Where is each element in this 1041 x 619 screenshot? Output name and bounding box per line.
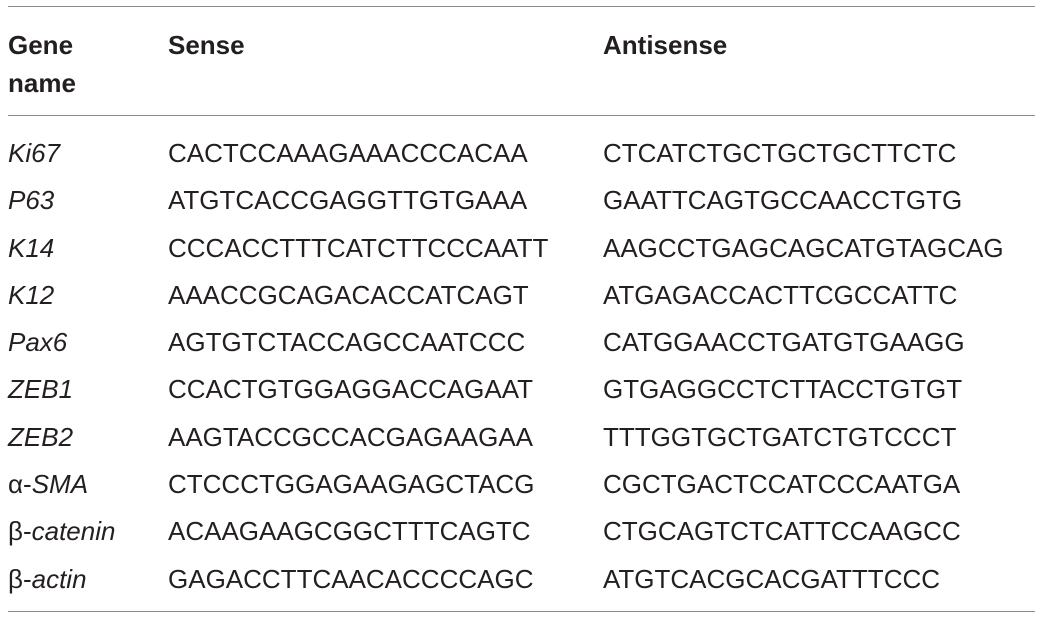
gene-name: catenin [31, 516, 116, 547]
gene-name: Pax6 [8, 327, 68, 358]
table-row: ZEB1 CCACTGTGGAGGACCAGAAT GTGAGGCCTCTTACCT… [0, 366, 1041, 413]
table-header-rule [8, 115, 1035, 116]
table-row: α-SMA CTCCCTGGAGAAGAGCTACG CGCTGACTCCATCCC… [0, 461, 1041, 508]
gene-name-cell: β-catenin [8, 508, 115, 555]
table-body: Ki67 CACTCCAAAGAAACCCACAA CTCATCTGCTGCTGCT… [0, 130, 1041, 603]
gene-prefix: β- [8, 516, 32, 547]
gene-name-cell: K12 [8, 272, 54, 319]
antisense-sequence-cell: CATGGAACCTGATGTGAAGG [603, 327, 965, 358]
antisense-sequence-cell: ATGAGACCACTTCGCCATTC [603, 279, 958, 310]
gene-name: K14 [8, 232, 55, 263]
gene-name-cell: K14 [8, 225, 54, 272]
gene-prefix: α- [8, 469, 32, 500]
table-bottom-rule [8, 611, 1035, 612]
table-top-rule [8, 6, 1035, 7]
gene-name: actin [31, 563, 87, 594]
sense-sequence-cell: CCCACCTTTCATCTTCCCAATT [168, 232, 549, 263]
sense-sequence-cell: AAGTACCGCCACGAGAAGAA [168, 421, 534, 452]
gene-name-cell: P63 [8, 177, 54, 224]
table-row: K12 AAACCGCAGACACCATCAGT ATGAGACCACTTCGCCA… [0, 272, 1041, 319]
table-row: Ki67 CACTCCAAAGAAACCCACAA CTCATCTGCTGCTGCT… [0, 130, 1041, 177]
antisense-sequence-cell: GAATTCAGTGCCAACCTGTG [603, 185, 963, 216]
gene-name: Ki67 [8, 138, 61, 168]
gene-name-cell: Ki67 [8, 130, 60, 177]
sense-sequence-cell: CACTCCAAAGAAACCCACAA [168, 138, 528, 168]
gene-name-cell: α-SMA [8, 461, 88, 508]
antisense-sequence-cell: CTCATCTGCTGCTGCTTCTC [603, 138, 957, 168]
sense-sequence-cell: AGTGTCTACCAGCCAATCCC [168, 327, 526, 358]
antisense-sequence-cell: CTGCAGTCTCATTCCAAGCC [603, 516, 961, 547]
sense-sequence-cell: CTCCCTGGAGAAGAGCTACG [168, 469, 535, 500]
table-row: K14 CCCACCTTTCATCTTCCCAATT AAGCCTGAGCAGCAT… [0, 225, 1041, 272]
gene-name: ZEB1 [8, 374, 74, 405]
antisense-sequence-cell: GTGAGGCCTCTTACCTGTGT [603, 374, 963, 405]
gene-name-cell: ZEB2 [8, 414, 73, 461]
sense-sequence-cell: AAACCGCAGACACCATCAGT [168, 279, 529, 310]
table-row: Pax6 AGTGTCTACCAGCCAATCCC CATGGAACCTGATGTG… [0, 319, 1041, 366]
table-row: ZEB2 AAGTACCGCCACGAGAAGAA TTTGGTGCTGATCTGT… [0, 414, 1041, 461]
gene-name-cell: ZEB1 [8, 366, 73, 413]
gene-name: ZEB2 [8, 421, 74, 452]
gene-name: P63 [8, 185, 55, 216]
gene-name-cell: β-actin [8, 556, 87, 603]
table-row: β-actin GAGACCTTCAACACCCCAGC ATGTCACGCACGA… [0, 556, 1041, 603]
header-antisense: Antisense [603, 30, 728, 60]
sense-sequence-cell: ATGTCACCGAGGTTGTGAAA [168, 185, 528, 216]
sense-sequence-cell: ACAAGAAGCGGCTTTCAGTC [168, 516, 531, 547]
gene-name-cell: Pax6 [8, 319, 67, 366]
table-row: P63 ATGTCACCGAGGTTGTGAAA GAATTCAGTGCCAACCT… [0, 177, 1041, 224]
gene-name: K12 [8, 279, 55, 310]
table-row: β-catenin ACAAGAAGCGGCTTTCAGTC CTGCAGTCTCA… [0, 508, 1041, 555]
antisense-sequence-cell: CGCTGACTCCATCCCAATGA [603, 469, 961, 500]
antisense-sequence-cell: TTTGGTGCTGATCTGTCCCT [603, 421, 957, 452]
sense-sequence-cell: GAGACCTTCAACACCCCAGC [168, 563, 534, 594]
antisense-sequence-cell: AAGCCTGAGCAGCATGTAGCAG [603, 232, 1004, 263]
sense-sequence-cell: CCACTGTGGAGGACCAGAAT [168, 374, 533, 405]
header-sense: Sense [168, 30, 245, 60]
antisense-sequence-cell: ATGTCACGCACGATTTCCC [603, 563, 941, 594]
gene-name: SMA [31, 469, 89, 500]
gene-prefix: β- [8, 563, 32, 594]
